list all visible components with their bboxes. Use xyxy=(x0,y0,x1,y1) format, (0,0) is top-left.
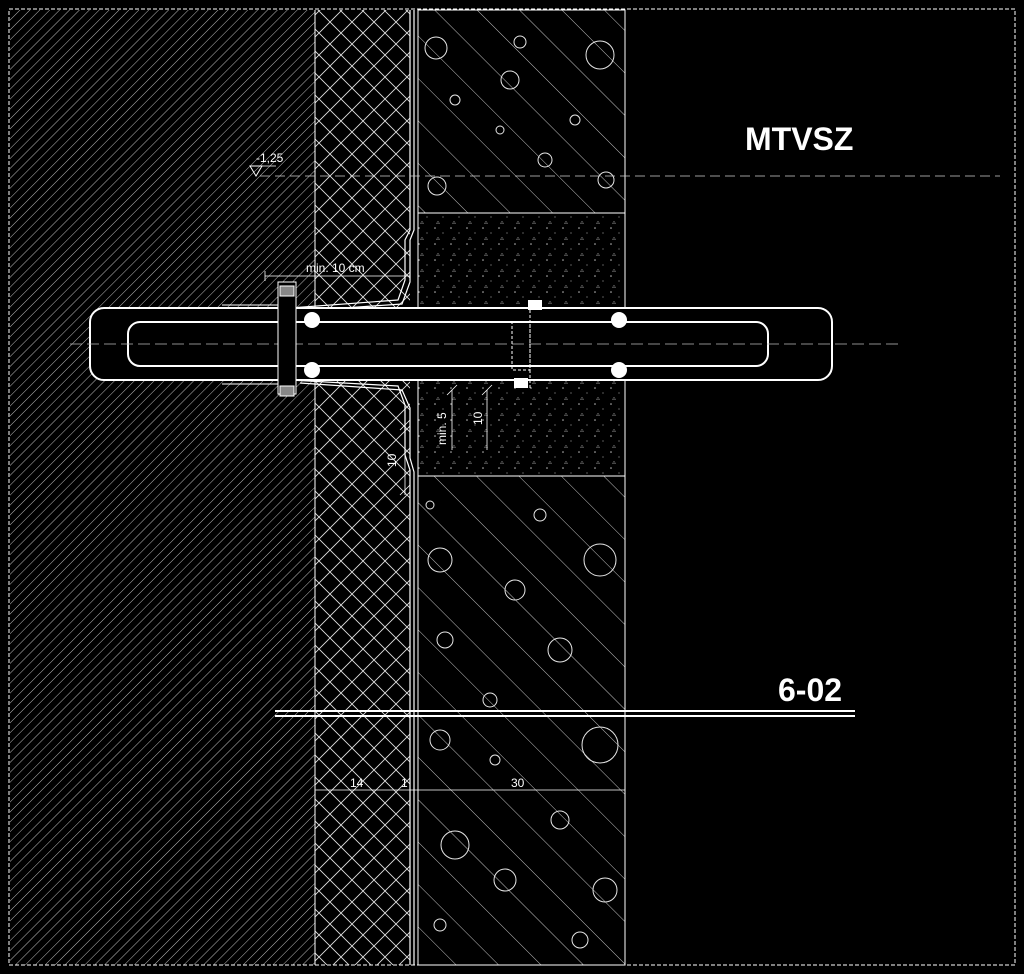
min-5-dimension xyxy=(446,384,458,450)
pipe-clamp-flange xyxy=(222,281,297,397)
min-5-text: min. 5 xyxy=(435,412,449,445)
concrete-wall xyxy=(417,9,626,966)
level-mark-text: -1,25 xyxy=(256,151,284,165)
dim-ten-a: 10 xyxy=(385,453,399,467)
fill-depth-dimension xyxy=(481,384,493,450)
dim-insulation: 14 xyxy=(350,776,364,790)
flange-overlap-text: min. 10 cm xyxy=(306,261,365,275)
lap-dimension xyxy=(399,419,411,496)
waterproof-membrane xyxy=(289,10,415,965)
dim-ten-b: 10 xyxy=(471,411,485,425)
soil-region xyxy=(10,10,315,965)
section-label: 6-02 xyxy=(778,672,842,708)
dim-membrane: 1 xyxy=(401,776,408,790)
level-marker: -1,25 xyxy=(249,151,284,177)
drawing-title: MTVSZ xyxy=(745,121,853,157)
flange-dimension xyxy=(264,271,411,281)
drawing-frame xyxy=(8,8,1016,966)
pipe-penetration xyxy=(70,300,900,388)
section-cut-line xyxy=(275,710,855,717)
dim-wall: 30 xyxy=(511,776,525,790)
insulation-region xyxy=(315,10,410,965)
bottom-dimension-line xyxy=(314,785,626,795)
